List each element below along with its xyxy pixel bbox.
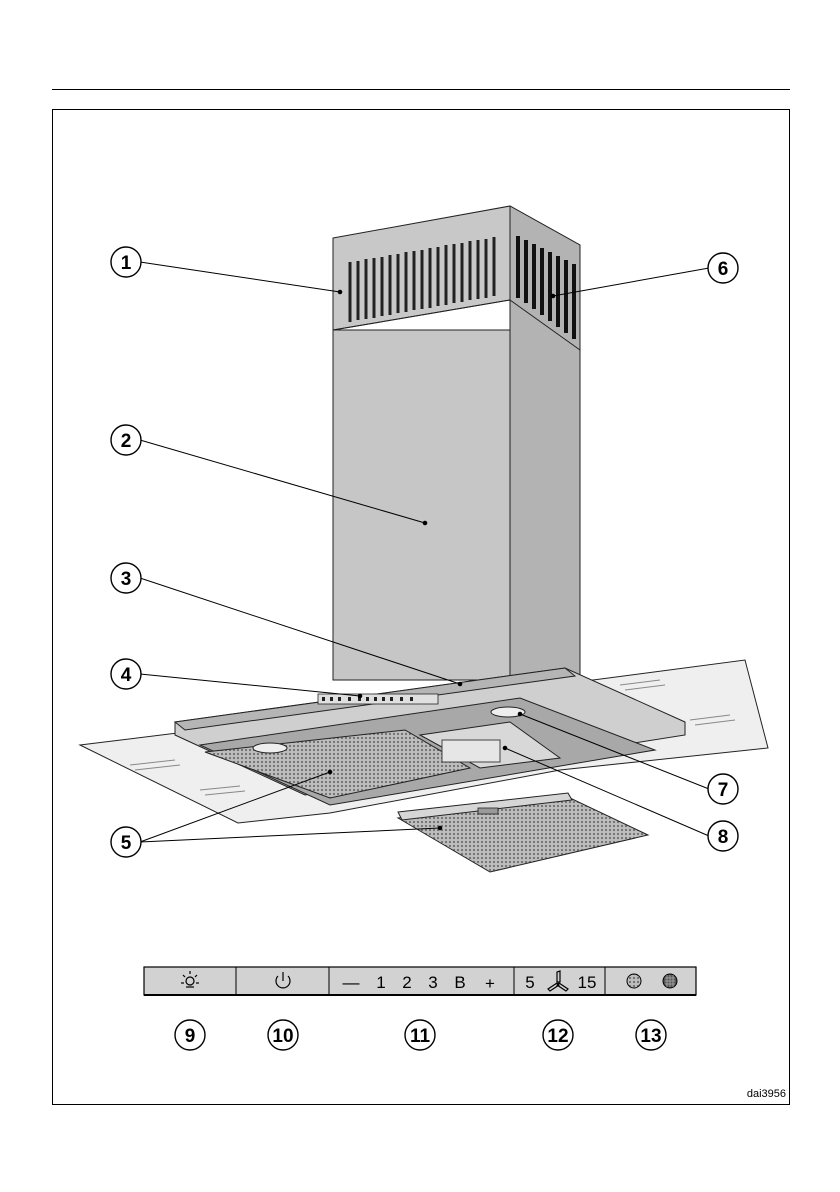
timer-15-button[interactable]: 15 — [578, 973, 597, 992]
grease-filter-icon — [627, 974, 641, 988]
svg-text:3: 3 — [121, 569, 132, 590]
callout-7: 7 — [708, 774, 738, 804]
callout-1: 1 — [111, 247, 141, 277]
removed-grease-filter — [398, 793, 648, 872]
callout-5: 5 — [111, 827, 141, 857]
svg-text:2: 2 — [121, 431, 132, 452]
svg-text:5: 5 — [121, 833, 132, 854]
control-panel: — 1 2 3 B + 5 15 — [144, 967, 696, 995]
callout-13: 13 — [636, 1020, 666, 1050]
svg-text:6: 6 — [718, 259, 729, 280]
callout-8: 8 — [708, 821, 738, 851]
hood-control-strip — [318, 694, 438, 704]
svg-text:8: 8 — [718, 827, 729, 848]
fan-level-2-button[interactable]: 2 — [402, 973, 411, 992]
svg-text:11: 11 — [410, 1026, 431, 1047]
svg-text:13: 13 — [640, 1026, 661, 1047]
callout-10: 10 — [268, 1020, 298, 1050]
fan-plus-button[interactable]: + — [485, 974, 495, 993]
svg-text:4: 4 — [121, 665, 132, 686]
callout-2: 2 — [111, 425, 141, 455]
callout-3: 3 — [111, 563, 141, 593]
callout-12: 12 — [543, 1020, 573, 1050]
fan-boost-button[interactable]: B — [454, 973, 465, 992]
svg-text:10: 10 — [272, 1026, 293, 1047]
figure-reference-code: dai3956 — [747, 1088, 786, 1100]
svg-text:12: 12 — [547, 1026, 568, 1047]
lamp-left — [253, 743, 287, 753]
fan-level-3-button[interactable]: 3 — [428, 973, 437, 992]
svg-text:9: 9 — [185, 1026, 196, 1047]
callout-9: 9 — [175, 1020, 205, 1050]
callout-6: 6 — [708, 253, 738, 283]
callout-4: 4 — [111, 659, 141, 689]
fan-minus-button[interactable]: — — [343, 973, 360, 992]
chimney — [333, 206, 580, 680]
fan-level-1-button[interactable]: 1 — [376, 973, 385, 992]
timer-5-button[interactable]: 5 — [525, 973, 534, 992]
svg-text:1: 1 — [121, 253, 132, 274]
svg-text:7: 7 — [718, 780, 729, 801]
callout-11: 11 — [405, 1020, 435, 1050]
